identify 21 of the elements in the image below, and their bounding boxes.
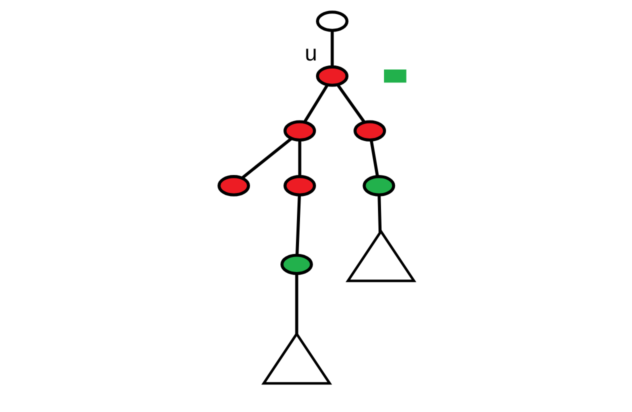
connector xyxy=(295,194,300,256)
connector xyxy=(330,30,334,67)
connector xyxy=(369,140,378,177)
node-triangle xyxy=(345,229,416,282)
connector xyxy=(298,140,301,176)
node-circle xyxy=(353,120,386,142)
node-label: u xyxy=(304,40,317,66)
node-box xyxy=(384,69,406,83)
connector xyxy=(336,84,365,123)
node-circle xyxy=(280,254,312,276)
connector xyxy=(302,84,328,123)
node-circle xyxy=(362,175,395,196)
connector xyxy=(294,274,298,334)
node-circle xyxy=(316,65,348,87)
node-circle xyxy=(217,175,250,196)
connector xyxy=(377,194,382,232)
node-circle xyxy=(283,120,316,142)
node-circle xyxy=(316,10,348,32)
connector xyxy=(240,137,292,180)
node-triangle xyxy=(260,332,332,385)
node-circle xyxy=(283,175,316,196)
